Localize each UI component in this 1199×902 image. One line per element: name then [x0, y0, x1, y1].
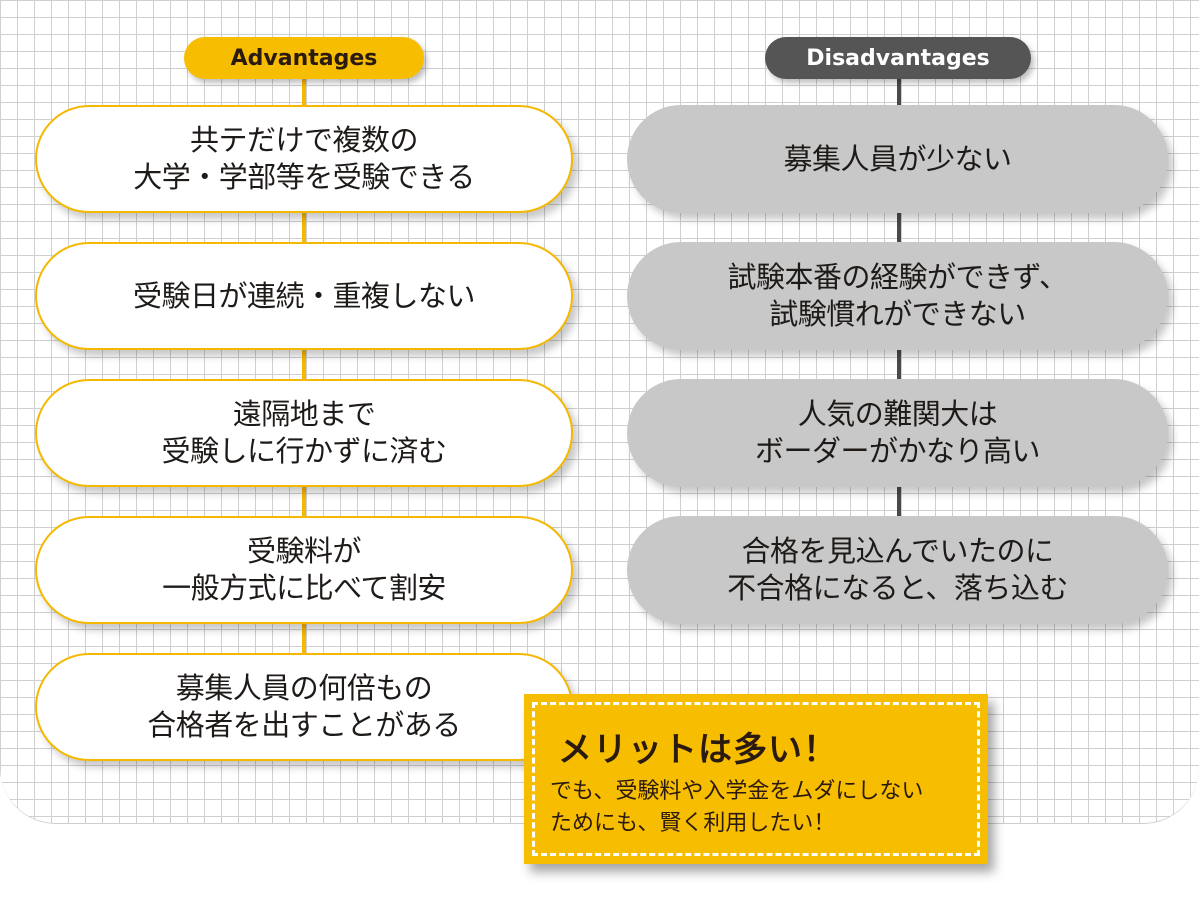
- summary-callout: メリットは多い！ でも、受験料や入学金をムダにしない ためにも、賢く利用したい！: [524, 694, 988, 864]
- disadvantage-item-text: 試験慣れができない: [769, 297, 1026, 331]
- disadvantage-item-text: 合格を見込んでいたのに: [741, 534, 1054, 568]
- advantage-item-text: 受験料が: [246, 534, 362, 568]
- advantage-item-text: 大学・学部等を受験できる: [133, 160, 475, 194]
- disadvantage-item-text: 試験本番の経験ができず、: [727, 260, 1068, 294]
- disadvantages-header: Disadvantages: [765, 37, 1031, 79]
- advantage-item-text: 募集人員の何倍もの: [175, 671, 433, 705]
- disadvantage-item-1: 募集人員が少ない: [627, 105, 1168, 213]
- callout-body-line: でも、受験料や入学金をムダにしない: [550, 779, 924, 804]
- callout-body-line: ためにも、賢く利用したい！: [550, 811, 836, 836]
- advantage-item-text: 受験しに行かずに済む: [161, 434, 447, 468]
- disadvantage-item-text: ボーダーがかなり高い: [754, 434, 1041, 468]
- advantage-item-4: 受験料が 一般方式に比べて割安: [35, 516, 573, 624]
- advantage-item-text: 共テだけで複数の: [189, 123, 419, 157]
- advantage-item-2: 受験日が連続・重複しない: [35, 242, 573, 350]
- advantage-item-text: 合格者を出すことがある: [147, 708, 461, 742]
- advantage-item-1: 共テだけで複数の 大学・学部等を受験できる: [35, 105, 573, 213]
- advantages-header: Advantages: [184, 37, 424, 79]
- advantage-item-5: 募集人員の何倍もの 合格者を出すことがある: [35, 653, 573, 761]
- advantages-header-label: Advantages: [230, 45, 378, 71]
- disadvantage-item-text: 人気の難関大は: [797, 397, 998, 431]
- disadvantage-item-text: 不合格になると、落ち込む: [727, 571, 1068, 605]
- callout-body: でも、受験料や入学金をムダにしない ためにも、賢く利用したい！: [550, 776, 970, 840]
- disadvantage-item-2: 試験本番の経験ができず、 試験慣れができない: [627, 242, 1168, 350]
- callout-title: メリットは多い！: [558, 730, 838, 770]
- disadvantages-header-label: Disadvantages: [806, 45, 990, 71]
- disadvantage-item-text: 募集人員が少ない: [783, 141, 1012, 176]
- advantage-item-text: 一般方式に比べて割安: [162, 571, 446, 605]
- advantage-item-text: 遠隔地まで: [232, 397, 376, 431]
- advantage-item-text: 受験日が連続・重複しない: [132, 278, 476, 313]
- disadvantage-item-3: 人気の難関大は ボーダーがかなり高い: [627, 379, 1168, 487]
- advantage-item-3: 遠隔地まで 受験しに行かずに済む: [35, 379, 573, 487]
- disadvantage-item-4: 合格を見込んでいたのに 不合格になると、落ち込む: [627, 516, 1168, 624]
- callout-dashed-border: [532, 702, 980, 856]
